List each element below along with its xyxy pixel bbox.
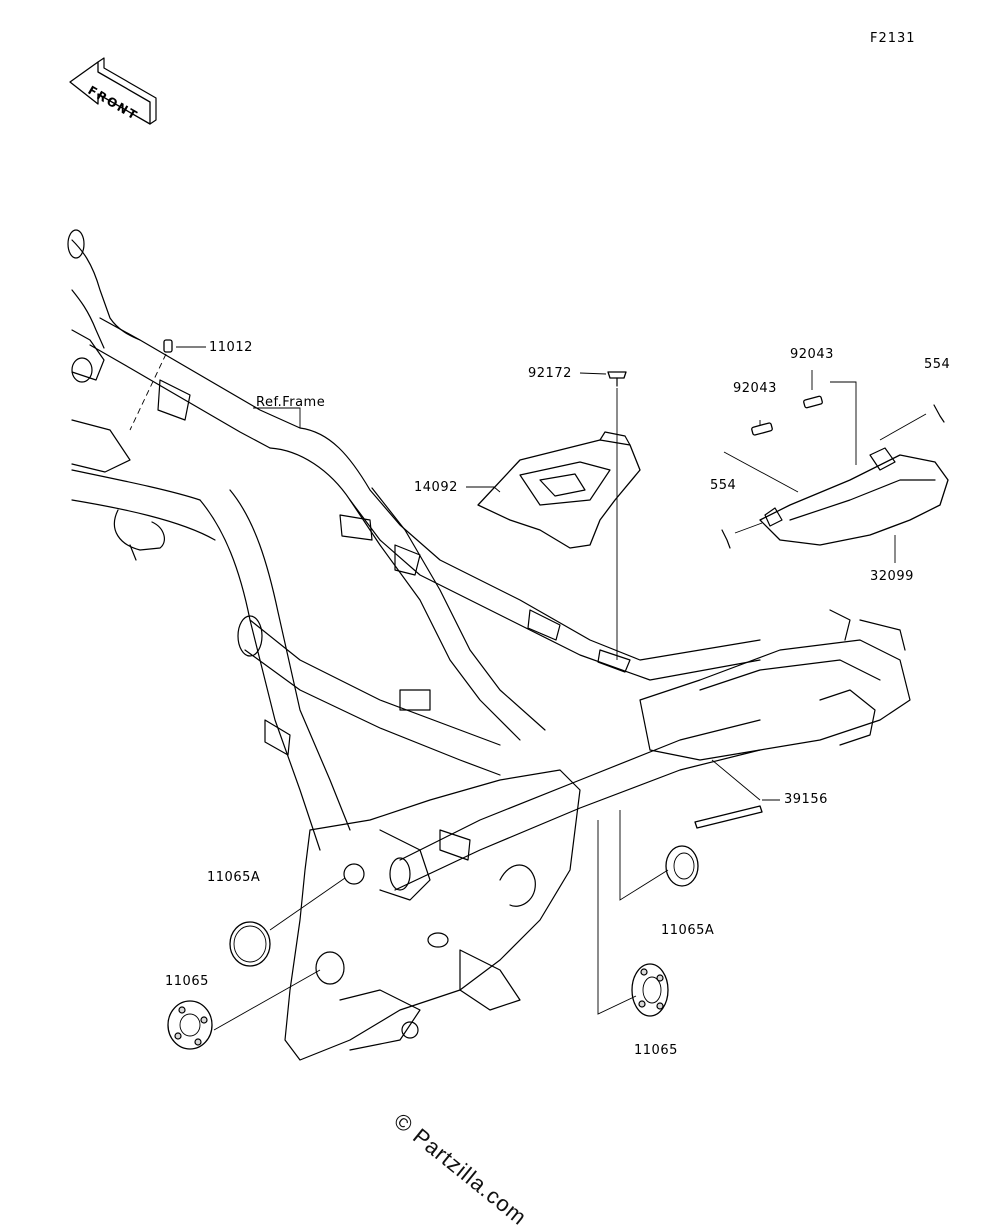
pin-92043-mid <box>751 422 773 436</box>
grommet-11065A-right <box>665 845 699 887</box>
part-label-14092: 14092 <box>414 480 458 495</box>
screw-92172 <box>607 371 627 387</box>
motorcycle-frame <box>67 229 911 1061</box>
clip-554-left <box>721 529 731 549</box>
clip-554-top <box>933 404 945 423</box>
rear-cover-part <box>759 447 949 546</box>
part-label-11065-left: 11065 <box>165 974 209 989</box>
pin-11012 <box>163 339 173 353</box>
part-label-11012: 11012 <box>209 340 253 355</box>
leader-lines <box>129 346 927 1031</box>
parts-diagram: F2131 FRONT Ref.Frame 11012 92172 92043 … <box>67 31 951 1230</box>
part-label-11065A-right: 11065A <box>661 923 715 938</box>
part-label-554-top: 554 <box>924 357 951 372</box>
part-label-11065A-left: 11065A <box>207 870 261 885</box>
part-label-92172: 92172 <box>528 366 572 381</box>
part-label-11065-right: 11065 <box>634 1043 678 1058</box>
grommet-11065-right <box>631 963 669 1017</box>
frame-drawing <box>67 57 949 1061</box>
grommet-11065-left <box>167 1000 213 1050</box>
part-label-39156: 39156 <box>784 792 828 807</box>
front-arrow-icon <box>69 57 157 125</box>
strip-39156 <box>694 805 763 829</box>
part-label-554-left: 554 <box>710 478 737 493</box>
grommet-11065A-left <box>229 921 271 967</box>
ref-frame-label: Ref.Frame <box>256 395 326 410</box>
battery-case-part <box>477 431 641 549</box>
pin-92043-top <box>803 395 823 409</box>
part-label-32099: 32099 <box>870 569 914 584</box>
part-label-92043-top: 92043 <box>790 347 834 362</box>
part-label-92043-mid: 92043 <box>733 381 777 396</box>
figure-code: F2131 <box>870 31 916 46</box>
